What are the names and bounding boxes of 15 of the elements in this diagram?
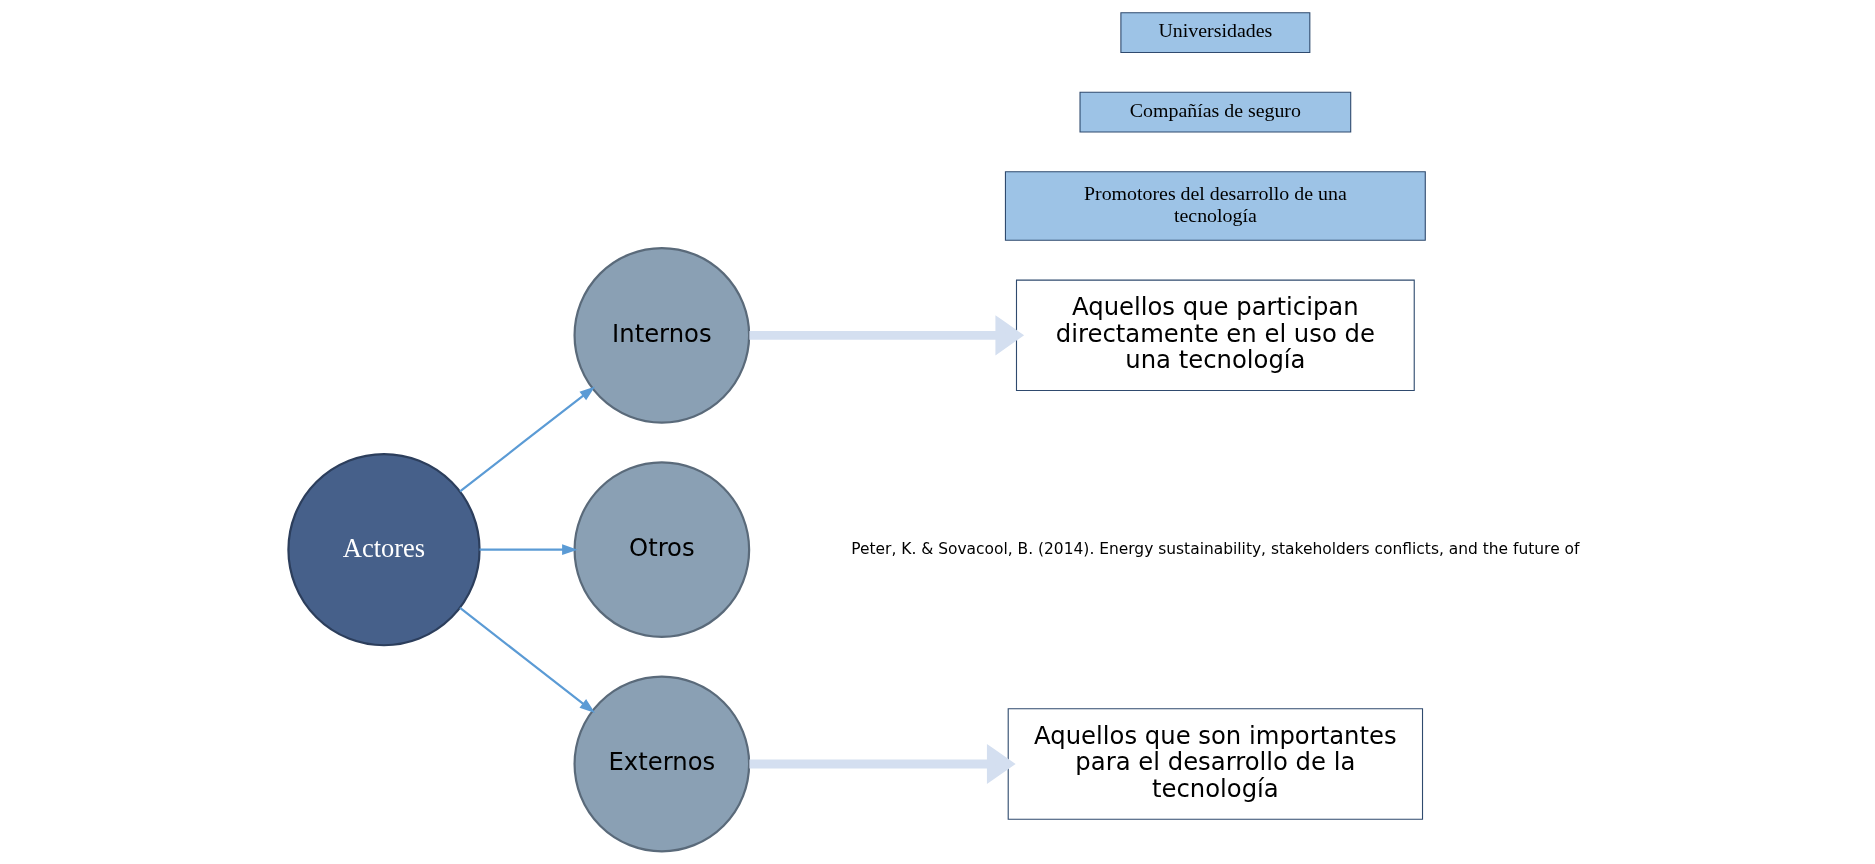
arrow [749,743,1016,785]
node-box: Aquellos que participan directamente en el uso de una tecnología [1015,279,1415,392]
arrow [479,544,578,556]
node-box: Aquellos que son importantes para el desarrollo de la tecnología [1007,708,1424,820]
node-circle: Internos [573,246,751,424]
label: Peter, K. & Sovacool, B. (2014). Energy sustainability, stakeholders conflicts, and the future of [851,539,1580,558]
node-circle: Externos [573,675,751,853]
node-box: Promotores del desarrollo de una tecnología [1004,171,1426,241]
arrow [459,607,596,713]
arrow [749,315,1025,356]
node-circle: Otros [573,461,751,639]
arrow [459,386,596,493]
node-box: Compañías de seguro [1079,91,1352,133]
node-circle: Actores [287,453,481,647]
node-box: Universidades [1120,12,1311,54]
